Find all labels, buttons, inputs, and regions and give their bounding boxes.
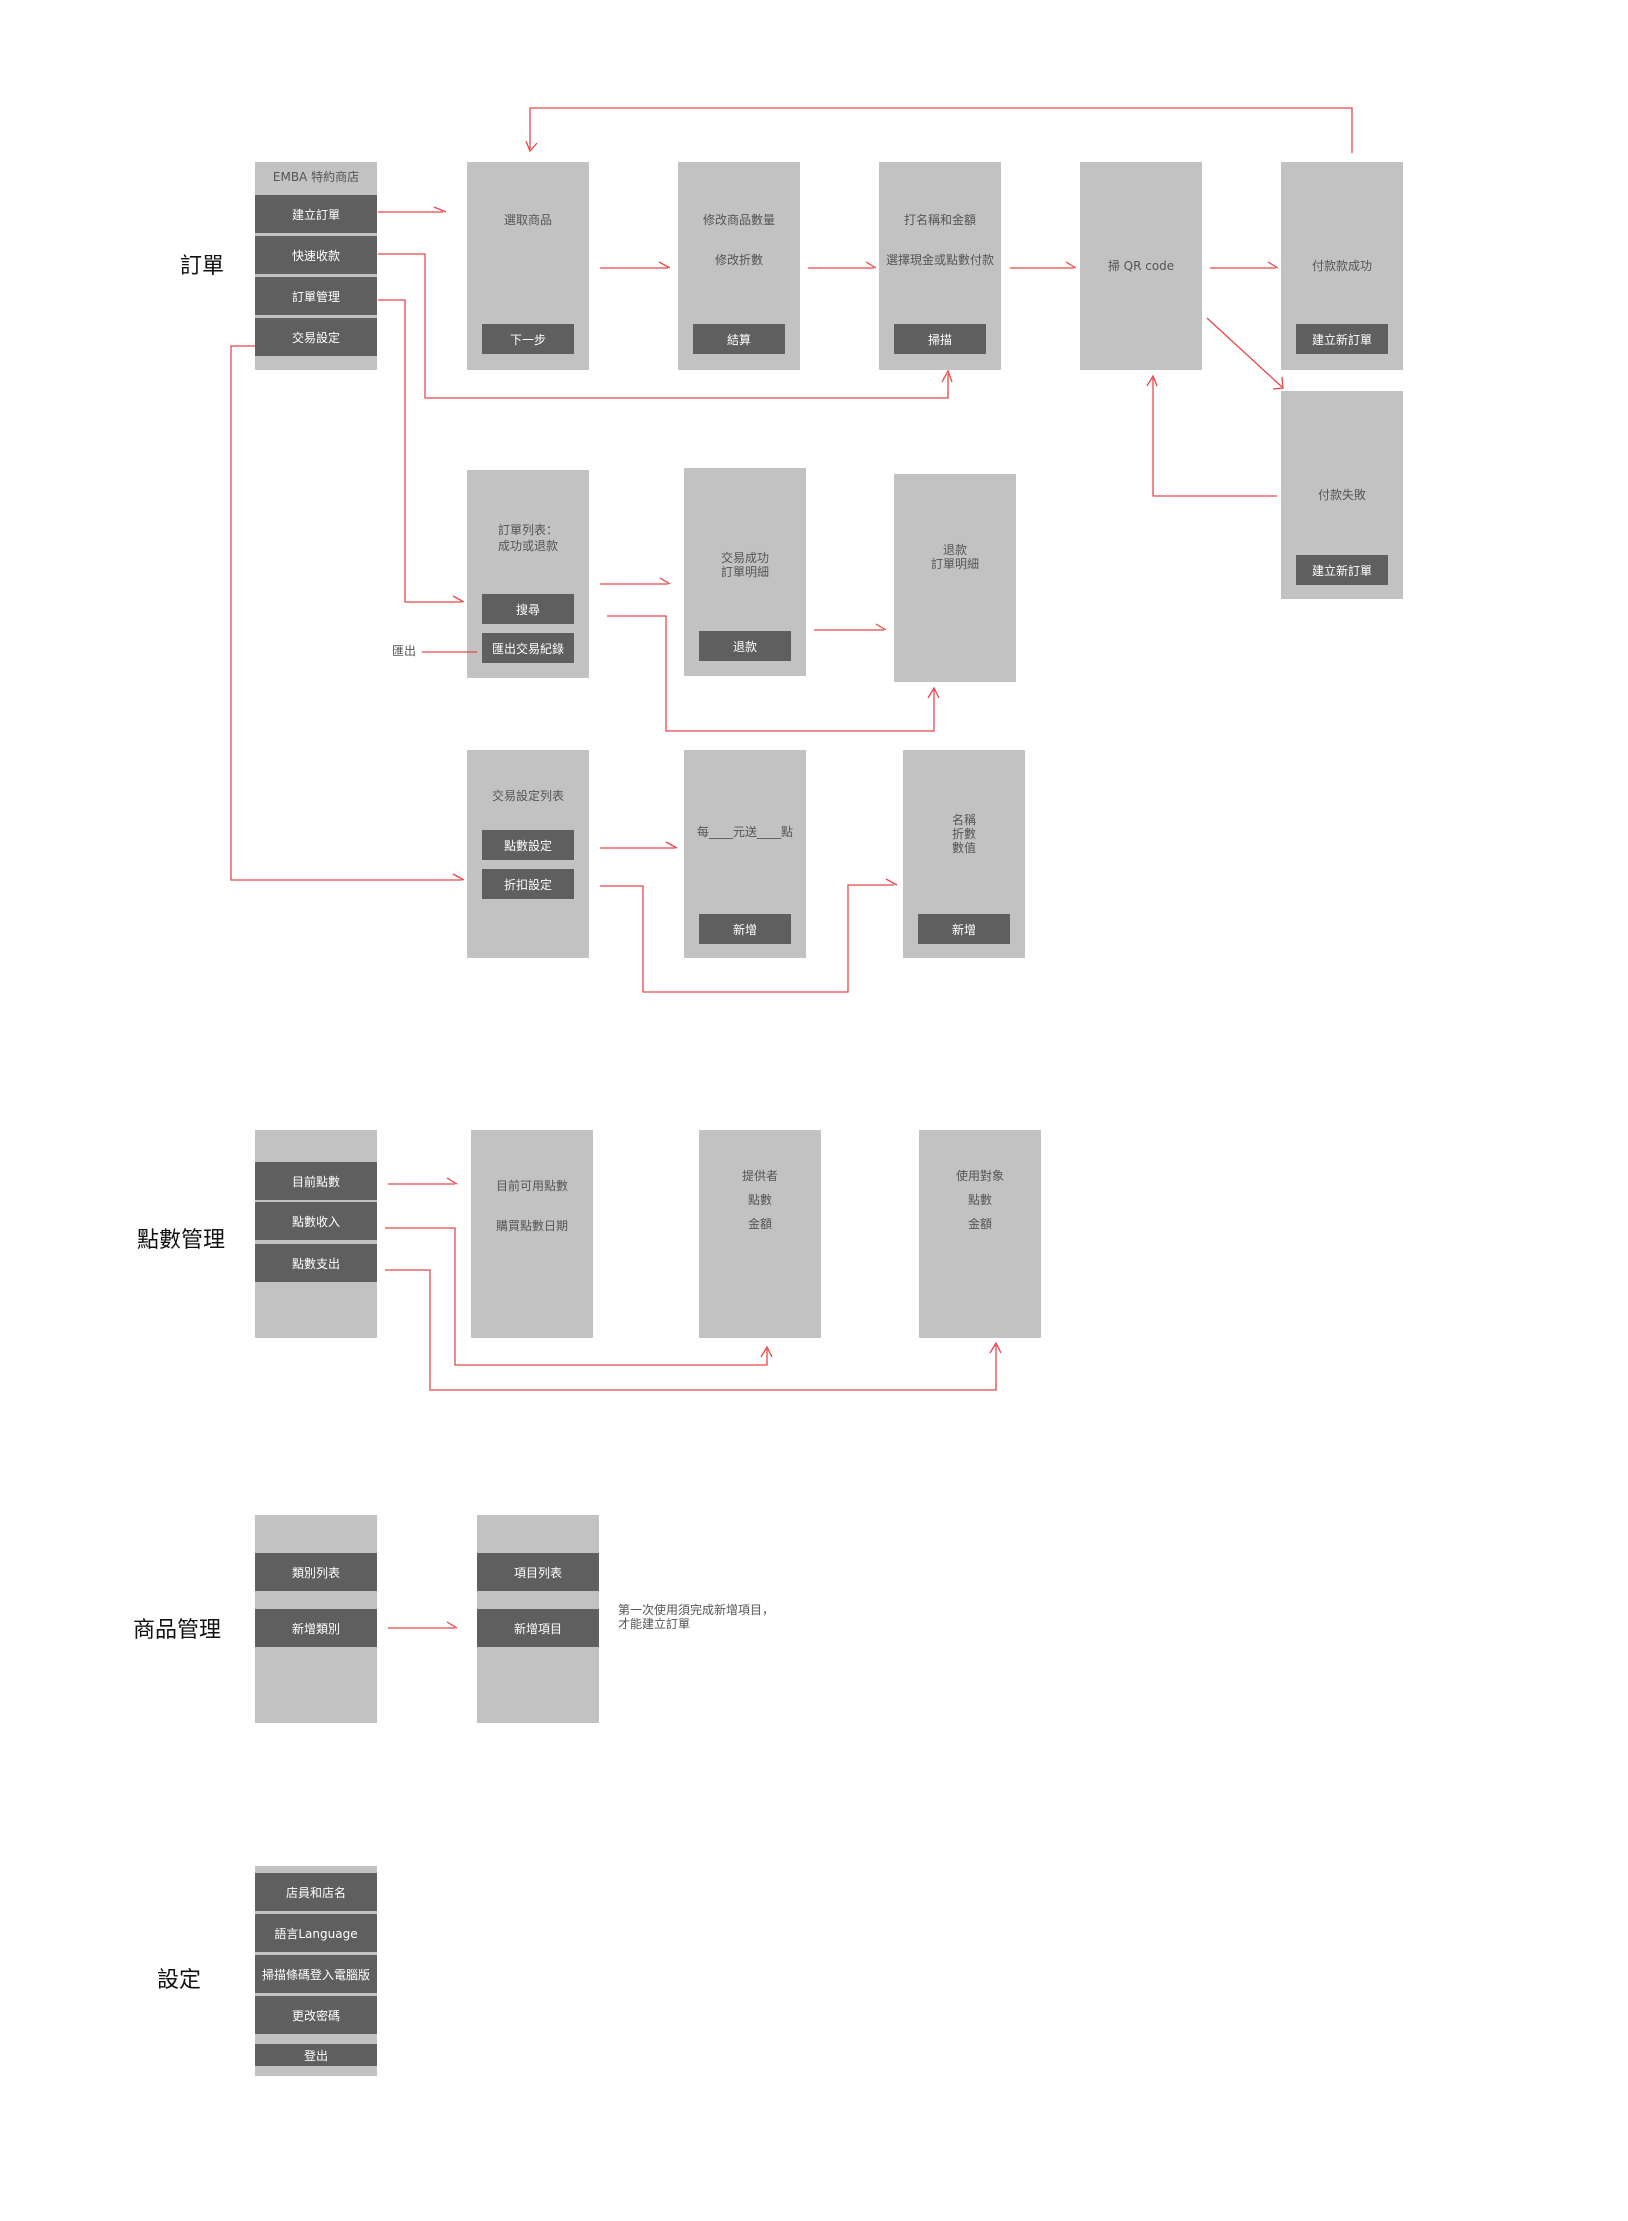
flow-arrow bbox=[388, 1177, 458, 1185]
screen-text: 數值 bbox=[951, 841, 976, 855]
flow-arrow bbox=[378, 253, 953, 399]
section-label-points: 點數管理 bbox=[137, 1228, 226, 1253]
menu-item-language[interactable]: 語言Language bbox=[255, 1914, 377, 1952]
scan-button[interactable]: 掃描 bbox=[894, 324, 986, 354]
screen-order-list: 訂單列表： 成功或退款 搜尋 匯出交易紀錄 bbox=[467, 470, 589, 678]
section-label-orders: 訂單 bbox=[180, 254, 225, 279]
flow-arrow bbox=[814, 623, 887, 631]
menu-item-points-income[interactable]: 點數收入 bbox=[255, 1202, 377, 1240]
screen-text: 訂單列表： bbox=[497, 523, 558, 537]
screen-text: 退款 bbox=[942, 543, 967, 557]
screen-text: 每____元送____點 bbox=[696, 825, 793, 839]
screen-text: 掃 QR code bbox=[1107, 259, 1175, 273]
screen-text: 金額 bbox=[967, 1217, 992, 1231]
add-button[interactable]: 新增 bbox=[699, 914, 791, 944]
menu-item-order-management[interactable]: 訂單管理 bbox=[255, 277, 377, 315]
screen-payment-failed: 付款失敗 建立新訂單 bbox=[1281, 391, 1403, 599]
products-menu: 類別列表 新增類別 bbox=[255, 1515, 377, 1723]
flow-arrow bbox=[600, 841, 678, 849]
store-name: EMBA 特約商店 bbox=[272, 170, 360, 184]
screen-payment-method: 打名稱和金額 選擇現金或點數付款 掃描 bbox=[879, 162, 1001, 370]
screen-text: 修改折數 bbox=[714, 253, 763, 267]
flow-arrow bbox=[600, 261, 671, 269]
refund-button[interactable]: 退款 bbox=[699, 631, 791, 661]
menu-item-add-category[interactable]: 新增類別 bbox=[255, 1609, 377, 1647]
item-list-button[interactable]: 項目列表 bbox=[477, 1553, 599, 1591]
screen-points-income: 提供者 點數 金額 bbox=[699, 1130, 821, 1338]
menu-item-quick-pay[interactable]: 快速收款 bbox=[255, 236, 377, 274]
screen-text: 選取商品 bbox=[503, 213, 552, 227]
flow-arrow bbox=[600, 577, 671, 585]
screen-text: 點數 bbox=[747, 1193, 772, 1207]
screen-current-points: 目前可用點數 購買點數日期 bbox=[471, 1130, 593, 1338]
screen-text: 付款款成功 bbox=[1311, 259, 1372, 273]
flow-arrow bbox=[1206, 317, 1284, 390]
add-button[interactable]: 新增 bbox=[918, 914, 1010, 944]
menu-item-points-expense[interactable]: 點數支出 bbox=[255, 1244, 377, 1282]
screen-text: 折數 bbox=[951, 827, 976, 841]
screen-text: 訂單明細 bbox=[720, 565, 769, 579]
orders-menu: EMBA 特約商店 建立訂單 快速收款 訂單管理 交易設定 bbox=[255, 162, 377, 370]
screen-points-rule: 每____元送____點 新增 bbox=[684, 750, 806, 958]
menu-item-change-password[interactable]: 更改密碼 bbox=[255, 1996, 377, 2034]
flow-arrow bbox=[1146, 374, 1277, 497]
product-note: 才能建立訂單 bbox=[618, 1617, 691, 1631]
flow-arrow bbox=[388, 1621, 458, 1629]
discount-settings-button[interactable]: 折扣設定 bbox=[482, 869, 574, 899]
screen-select-product: 選取商品 下一步 bbox=[467, 162, 589, 370]
menu-item-logout[interactable]: 登出 bbox=[255, 2044, 377, 2066]
screen-text: 目前可用點數 bbox=[495, 1179, 568, 1193]
export-note: 匯出 bbox=[392, 644, 417, 658]
screen-text: 訂單明細 bbox=[930, 557, 979, 571]
screen-points-expense: 使用對象 點數 金額 bbox=[919, 1130, 1041, 1338]
flow-arrow bbox=[378, 299, 465, 603]
screen-text: 交易設定列表 bbox=[491, 789, 564, 803]
settings-menu: 店員和店名 語言Language 掃描條碼登入電腦版 更改密碼 登出 bbox=[255, 1866, 377, 2076]
menu-item-scan-login[interactable]: 掃描條碼登入電腦版 bbox=[255, 1955, 377, 1993]
section-label-products: 商品管理 bbox=[133, 1618, 222, 1643]
screen-text: 點數 bbox=[967, 1193, 992, 1207]
screen-transaction-success: 交易成功 訂單明細 退款 bbox=[684, 468, 806, 676]
screen-text: 提供者 bbox=[741, 1169, 778, 1183]
screen-text: 使用對象 bbox=[955, 1169, 1004, 1183]
points-menu: 目前點數 點數收入 點數支出 bbox=[255, 1130, 377, 1338]
screen-text: 修改商品數量 bbox=[702, 213, 775, 227]
new-order-button[interactable]: 建立新訂單 bbox=[1296, 555, 1388, 585]
screen-refund-detail: 退款 訂單明細 bbox=[894, 474, 1016, 682]
menu-item-current-points[interactable]: 目前點數 bbox=[255, 1162, 377, 1200]
menu-item-create-order[interactable]: 建立訂單 bbox=[255, 195, 377, 233]
menu-item-category-list[interactable]: 類別列表 bbox=[255, 1553, 377, 1591]
screen-scan-qr: 掃 QR code bbox=[1080, 162, 1202, 370]
export-records-button[interactable]: 匯出交易紀錄 bbox=[482, 633, 574, 663]
flow-arrow bbox=[230, 345, 465, 881]
flow-arrow bbox=[525, 107, 1353, 153]
screen-product-items: 項目列表 新增項目 bbox=[477, 1515, 599, 1723]
screen-text: 購買點數日期 bbox=[495, 1219, 568, 1233]
screen-discount-rule: 名稱 折數 數值 新增 bbox=[903, 750, 1025, 958]
menu-item-staff-store-name[interactable]: 店員和店名 bbox=[255, 1873, 377, 1911]
search-button[interactable]: 搜尋 bbox=[482, 594, 574, 624]
screen-text: 交易成功 bbox=[720, 551, 769, 565]
screen-text: 成功或退款 bbox=[497, 539, 558, 553]
flow-arrow bbox=[378, 206, 447, 213]
product-note: 第一次使用須完成新增項目， bbox=[618, 1603, 775, 1617]
screen-edit-quantity: 修改商品數量 修改折數 結算 bbox=[678, 162, 800, 370]
new-order-button[interactable]: 建立新訂單 bbox=[1296, 324, 1388, 354]
screen-payment-success: 付款款成功 建立新訂單 bbox=[1281, 162, 1403, 370]
menu-item-transaction-settings[interactable]: 交易設定 bbox=[255, 318, 377, 356]
screen-text: 金額 bbox=[747, 1217, 772, 1231]
screen-text: 付款失敗 bbox=[1317, 488, 1366, 502]
flow-arrow bbox=[1010, 261, 1077, 269]
add-item-button[interactable]: 新增項目 bbox=[477, 1609, 599, 1647]
flow-arrow bbox=[808, 261, 877, 269]
section-label-settings: 設定 bbox=[157, 1968, 202, 1993]
screen-text: 選擇現金或點數付款 bbox=[885, 253, 994, 267]
checkout-button[interactable]: 結算 bbox=[693, 324, 785, 354]
screen-transaction-settings: 交易設定列表 點數設定 折扣設定 bbox=[467, 750, 589, 958]
next-step-button[interactable]: 下一步 bbox=[482, 324, 574, 354]
screen-text: 名稱 bbox=[951, 813, 976, 827]
flow-arrow bbox=[1210, 261, 1279, 269]
screen-text: 打名稱和金額 bbox=[903, 213, 976, 227]
points-settings-button[interactable]: 點數設定 bbox=[482, 830, 574, 860]
